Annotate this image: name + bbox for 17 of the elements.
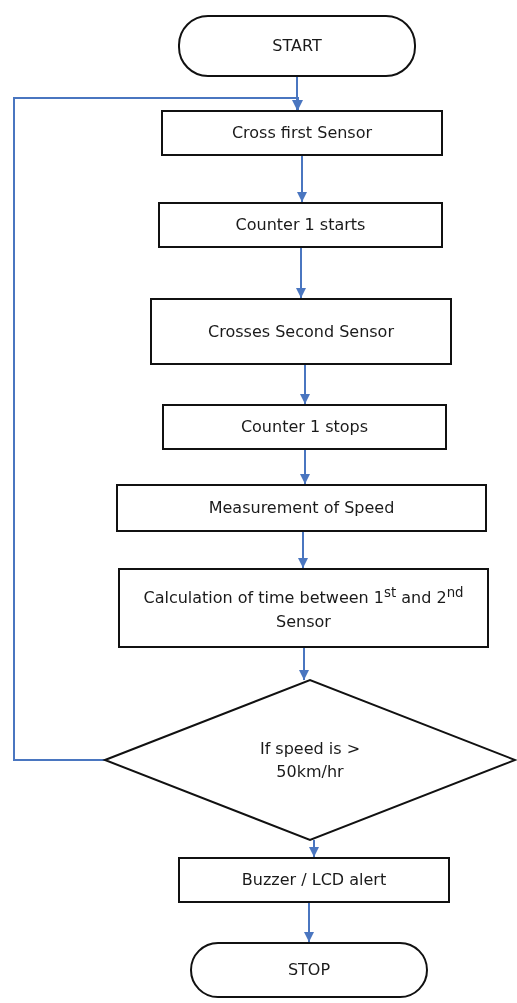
arrow: [298, 531, 308, 569]
decision-diamond: If speed is > 50km/hr: [105, 680, 515, 840]
arrow: [300, 449, 310, 485]
arrow: [300, 364, 310, 405]
process-box: Counter 1 stops: [162, 404, 447, 450]
process-box: Cross first Sensor: [161, 110, 443, 156]
process-box: Calculation of time between 1$^{st}$ and 2$^{nd}$ Sensor: [118, 568, 489, 648]
arrow: [297, 155, 307, 203]
process-box: Buzzer / LCD alert: [178, 857, 450, 903]
process-box: Crosses Second Sensor: [150, 298, 452, 365]
arrow: [296, 247, 306, 299]
process-box: Counter 1 starts: [158, 202, 443, 248]
arrow: [309, 839, 319, 858]
arrow: [299, 647, 309, 681]
process-box: Measurement of Speed: [116, 484, 487, 532]
arrow: [13, 97, 303, 761]
arrow: [304, 902, 314, 943]
